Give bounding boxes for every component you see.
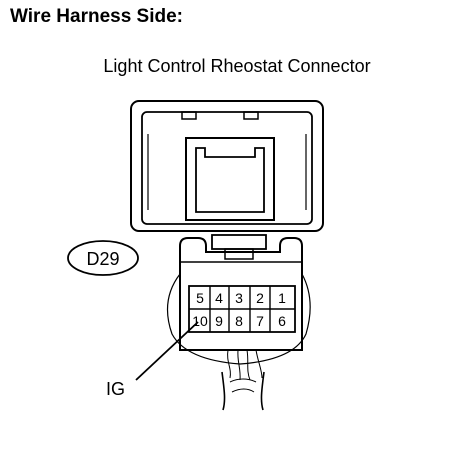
pin-label: 8 (235, 313, 243, 329)
pin-label: 10 (192, 313, 208, 329)
pin-label: 2 (256, 290, 264, 306)
pin-label: 5 (196, 290, 204, 306)
terminal-label-ig: IG (106, 379, 125, 399)
pin-labels: 5 4 3 2 1 10 9 8 7 6 (192, 290, 286, 329)
pin-label: 4 (215, 290, 223, 306)
page-heading: Wire Harness Side: (10, 6, 184, 27)
pin-label: 6 (278, 313, 286, 329)
pin-label: 3 (235, 290, 243, 306)
connector-code-badge: D29 (67, 240, 139, 276)
connector-code-label: D29 (86, 249, 119, 269)
harness-connector-body (166, 234, 311, 365)
pin-label: 1 (278, 290, 286, 306)
wire-bundle (221, 349, 265, 411)
upper-connector-housing (130, 100, 324, 232)
pin-label: 9 (215, 313, 223, 329)
terminal-leader-line (135, 321, 199, 381)
pin-label: 7 (256, 313, 264, 329)
connector-name: Light Control Rheostat Connector (103, 56, 371, 76)
